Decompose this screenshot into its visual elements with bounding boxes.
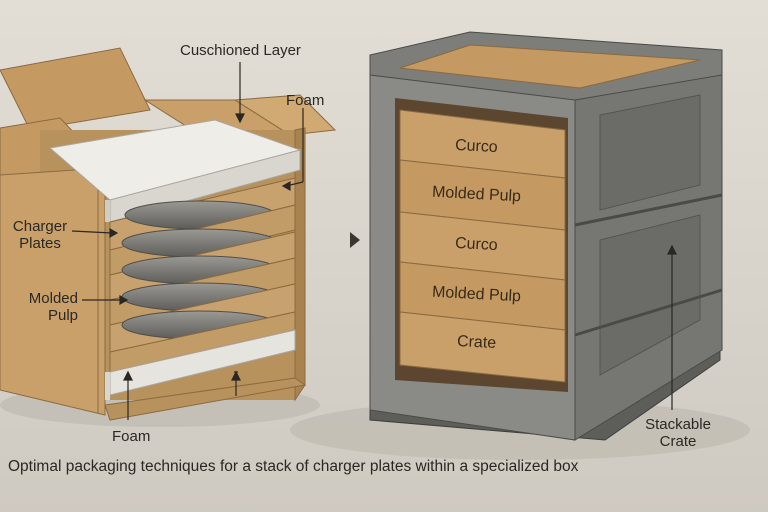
- caption: Optimal packaging techniques for a stack…: [8, 458, 579, 475]
- label-cushioned-layer: Cuschioned Layer: [180, 42, 301, 59]
- label-charger-plates-line1: Charger: [12, 218, 68, 235]
- label-charger-plates-line2: Plates: [19, 235, 61, 252]
- plate-stack: [109, 177, 296, 373]
- leader-lines-left: [71, 62, 304, 420]
- label-molded-pulp-line2: Pulp: [47, 307, 78, 324]
- leader-line-crate: [667, 244, 677, 410]
- crate-tray-label: Curco: [454, 234, 499, 255]
- crate-tray-stack: [399, 109, 566, 383]
- label-stackable-crate-line2: Crate: [659, 433, 697, 450]
- cardboard-box: [0, 47, 337, 421]
- label-charger-plates: Charger Plates: [10, 218, 70, 252]
- crate-tray-label: Crate: [456, 332, 497, 353]
- label-stackable-crate: Stackable Crate: [640, 416, 716, 450]
- label-molded-pulp: Molded Pulp: [14, 290, 78, 324]
- label-molded-pulp-line1: Molded: [28, 290, 78, 307]
- label-foam-bottom: Foam: [112, 428, 151, 445]
- transition-arrow-icon: [350, 232, 360, 248]
- crate-tray-label: Curco: [454, 136, 499, 157]
- label-stackable-crate-line1: Stackable: [645, 416, 711, 433]
- label-foam-top: Foam: [286, 92, 325, 109]
